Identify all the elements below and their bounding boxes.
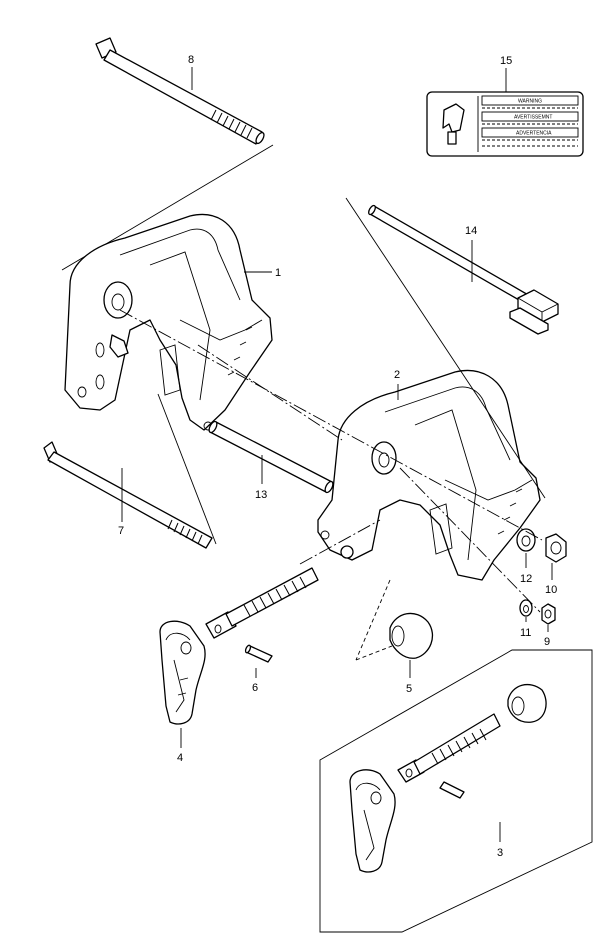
bolt-part-8 xyxy=(95,37,265,145)
bolt-part-7 xyxy=(43,441,213,549)
label-advertencia-text: ADVERTENCIA xyxy=(516,131,552,137)
assembly-pad xyxy=(507,683,547,723)
callout-1: 1 xyxy=(275,267,281,279)
pad-part-5 xyxy=(389,612,433,659)
assembly-pin xyxy=(439,781,465,799)
rod-part-14 xyxy=(368,204,559,335)
callout-9: 9 xyxy=(544,636,550,648)
warning-label-part-15: WARNING AVERTISSEMNT ADVERTENCIA xyxy=(426,91,584,157)
callout-6: 6 xyxy=(252,682,258,694)
washer-part-11 xyxy=(519,599,533,617)
callout-10: 10 xyxy=(545,584,557,596)
assembly-handle xyxy=(349,769,396,873)
washer-part-12 xyxy=(516,528,536,552)
assembly-screw xyxy=(397,713,501,783)
clamp-bracket-part-1 xyxy=(64,213,273,431)
callout-5: 5 xyxy=(406,683,412,695)
clamp-bracket-part-2 xyxy=(317,369,541,581)
handle-part-4 xyxy=(159,620,206,725)
callout-3: 3 xyxy=(497,847,503,859)
callout-8: 8 xyxy=(188,54,194,66)
assembly-box-part-3 xyxy=(319,649,593,933)
callout-4: 4 xyxy=(177,752,183,764)
callout-15: 15 xyxy=(500,55,512,67)
callout-7: 7 xyxy=(118,525,124,537)
callouts: 1 2 3 4 5 6 7 8 9 10 11 12 13 14 15 xyxy=(118,54,557,859)
label-avertissement-text: AVERTISSEMNT xyxy=(514,115,552,121)
label-warning-text: WARNING xyxy=(518,99,542,105)
callout-2: 2 xyxy=(394,369,400,381)
nut-part-10 xyxy=(545,533,567,563)
callout-11: 11 xyxy=(520,627,531,639)
nut-part-9 xyxy=(541,603,556,625)
callout-13: 13 xyxy=(255,489,267,501)
pin-part-6 xyxy=(244,644,273,663)
callout-12: 12 xyxy=(520,573,532,585)
reference-lines xyxy=(119,197,546,661)
pin-part-13 xyxy=(208,420,334,494)
clamp-screw xyxy=(205,567,319,639)
callout-14: 14 xyxy=(465,225,477,237)
